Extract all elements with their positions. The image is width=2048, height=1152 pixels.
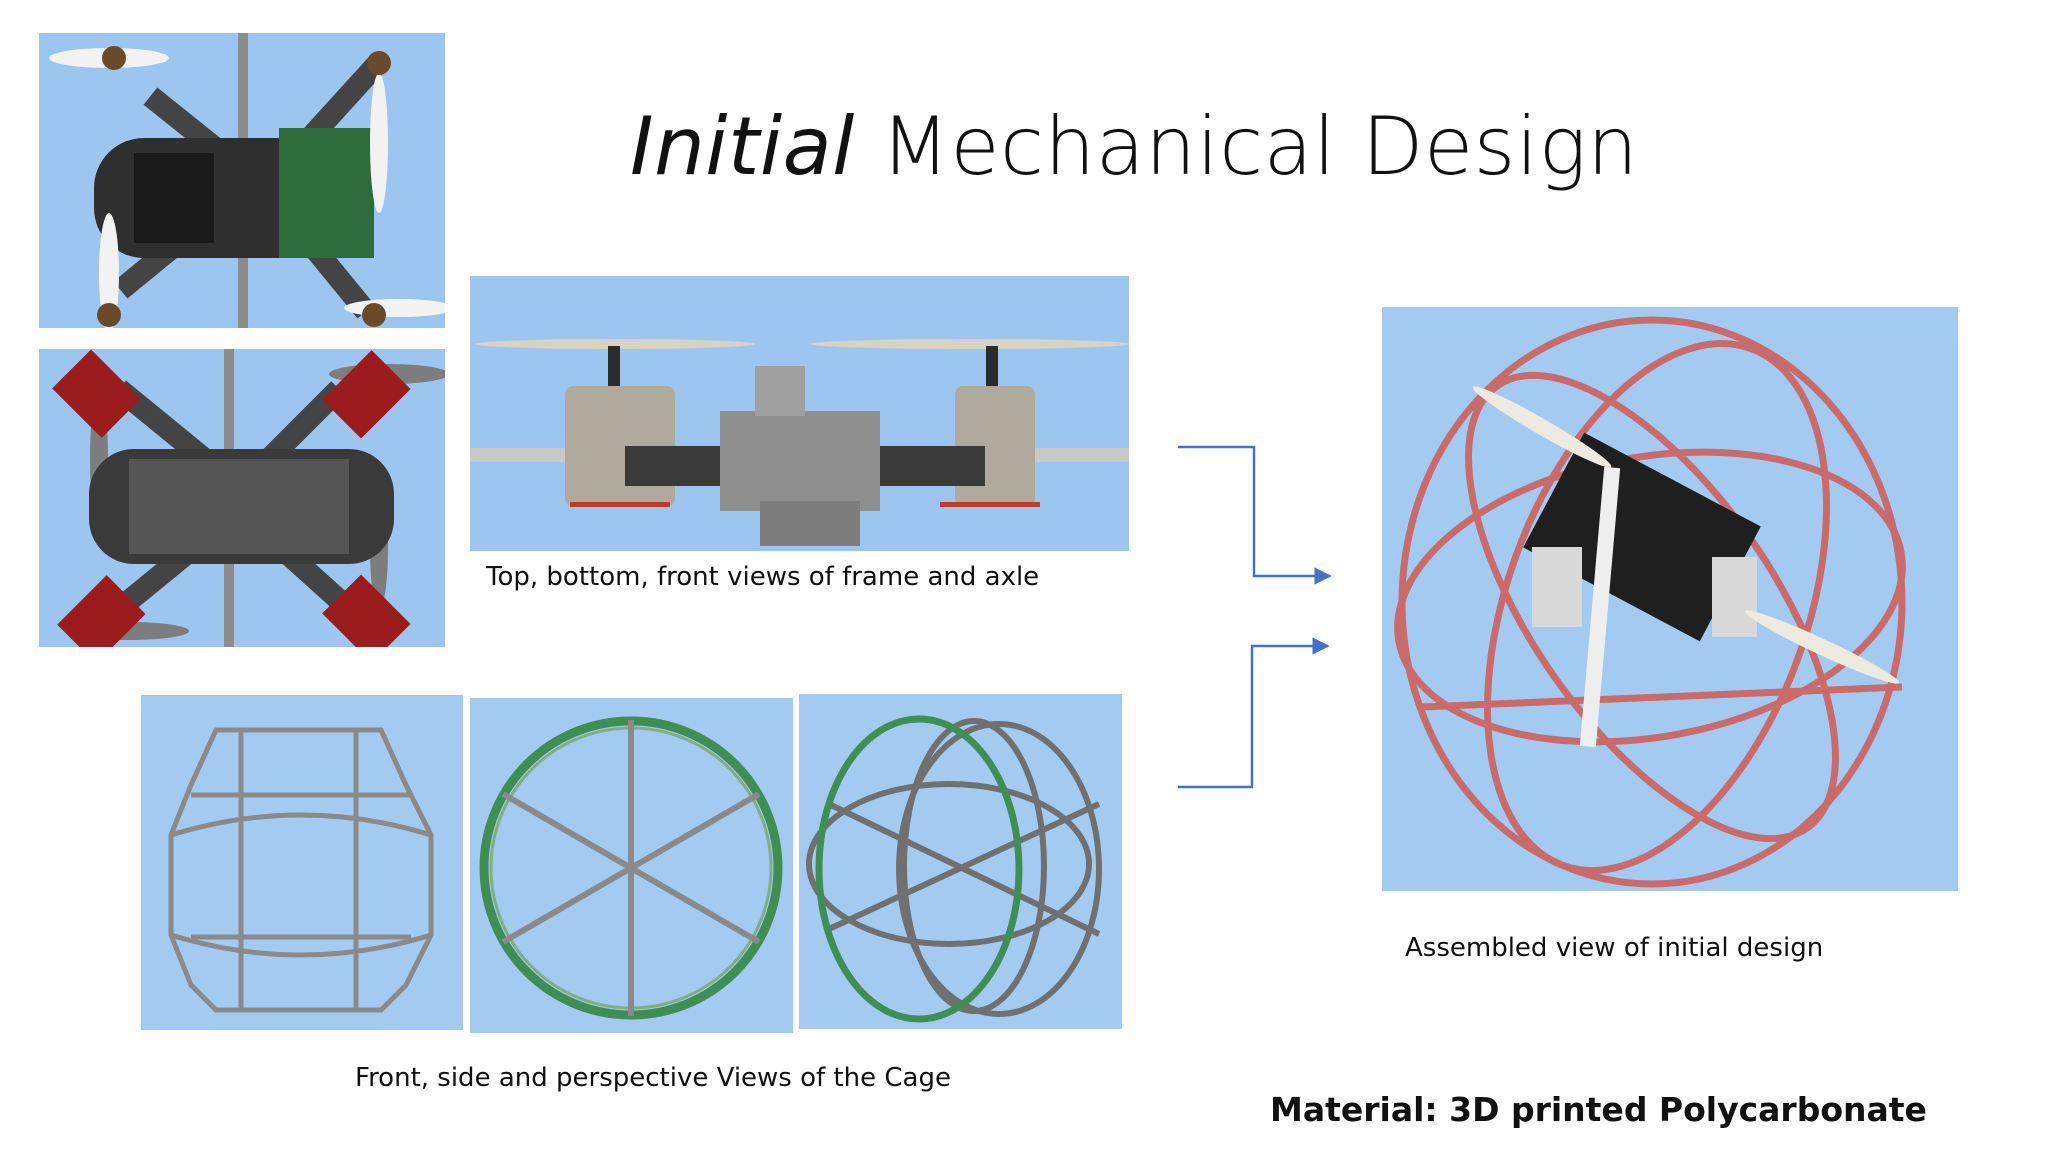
assembled-drone-in-cage-icon: [1382, 307, 1958, 891]
drone-front-view-image: [470, 276, 1129, 551]
drone-bottom-view-icon: [39, 349, 445, 647]
drone-top-view-image: [39, 33, 445, 328]
material-note: Material: 3D printed Polycarbonate: [1270, 1090, 1927, 1129]
cage-side-view-icon: [470, 698, 793, 1033]
title-italic: Initial: [630, 100, 855, 193]
cage-side-view-image: [470, 698, 793, 1033]
drone-bottom-view-image: [39, 349, 445, 647]
cage-front-view-image: [141, 695, 463, 1030]
cage-perspective-view-icon: [799, 694, 1122, 1029]
caption-frame-views: Top, bottom, front views of frame and ax…: [486, 562, 1040, 592]
drone-top-view-icon: [39, 33, 445, 328]
arrow-top: [1178, 445, 1332, 585]
caption-cage-views: Front, side and perspective Views of the…: [355, 1063, 951, 1093]
drone-front-view-icon: [470, 276, 1129, 551]
cage-perspective-view-image: [799, 694, 1122, 1029]
title-rest: Mechanical Design: [854, 100, 1639, 193]
arrow-bottom: [1178, 637, 1330, 789]
assembled-view-image: [1382, 307, 1958, 891]
slide-title: Initial Mechanical Design: [630, 100, 1638, 193]
caption-assembled-view: Assembled view of initial design: [1405, 933, 1824, 963]
cage-front-view-icon: [141, 695, 463, 1030]
connector-arrows: [1178, 445, 1332, 789]
